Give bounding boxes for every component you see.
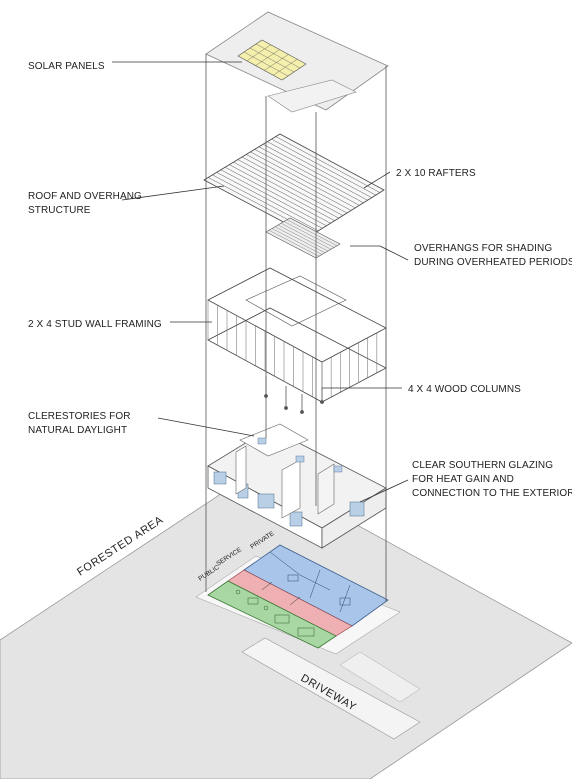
stud-framing — [207, 267, 387, 403]
overhang-slat — [286, 219, 338, 246]
solar-col — [246, 44, 271, 61]
clerestory-band — [239, 423, 309, 457]
solar-row — [255, 43, 301, 69]
label-wood-columns: 4 X 4 WOOD COLUMNS — [408, 384, 521, 395]
rafter-line — [212, 174, 319, 232]
clerestory-window-1 — [257, 437, 267, 445]
overhang-lines — [268, 219, 338, 257]
solar-panel-grid — [243, 43, 301, 77]
solar-col — [273, 59, 298, 76]
framing-top — [207, 267, 387, 363]
overhang-slat — [280, 223, 332, 250]
rafter-line — [275, 136, 381, 193]
overhang-slat — [274, 226, 326, 253]
label-stud-framing: 2 X 4 STUD WALL FRAMING — [28, 319, 162, 330]
label-solar-panels: SOLAR PANELS — [28, 61, 105, 72]
label-glazing-line2: FOR HEAT GAIN AND — [412, 474, 514, 485]
rafter-line — [250, 151, 356, 209]
label-overhang-line1: OVERHANGS FOR SHADING — [414, 243, 552, 254]
side-path — [339, 651, 421, 703]
label-glazing-line1: CLEAR SOUTHERN GLAZING — [412, 460, 553, 471]
rafter-line — [229, 164, 335, 221]
rafter-line — [258, 146, 364, 203]
rafter-line — [241, 156, 348, 214]
partition-1 — [235, 445, 247, 495]
rafter-line — [233, 161, 339, 219]
label-roof-line1: ROOF AND OVERHANG — [28, 191, 142, 202]
rafter-line — [237, 159, 344, 216]
solar-row — [249, 47, 295, 73]
partition-2 — [281, 459, 301, 519]
solar-col — [264, 54, 289, 71]
rafter-line — [254, 149, 360, 206]
floor-plan — [207, 544, 389, 649]
clerestory-window-2 — [295, 455, 305, 463]
glazing-window-3 — [257, 493, 275, 509]
driveway-strip — [241, 637, 421, 740]
solar-row — [243, 51, 289, 77]
rafter-line — [224, 167, 331, 224]
leader-lines — [112, 61, 409, 503]
public-zone — [207, 580, 337, 649]
solar-col — [255, 49, 280, 66]
glazing-window-4 — [289, 511, 303, 527]
rafter-line — [246, 154, 352, 211]
rafter-line — [216, 172, 323, 229]
overhang-slat — [277, 224, 329, 252]
overhang-slat — [283, 221, 335, 248]
clerestory-window-3 — [333, 465, 343, 473]
rafter-lines — [208, 136, 381, 234]
label-clerestory-line1: CLERESTORIES FOR — [28, 411, 131, 422]
glazing-window-1 — [213, 471, 227, 485]
wood-columns — [264, 376, 324, 414]
label-glazing-line3: CONNECTION TO THE EXTERIOR — [412, 488, 572, 499]
overhang-slat — [271, 228, 323, 255]
roof-and-solar — [205, 11, 389, 113]
label-roof-line2: STRUCTURE — [28, 205, 91, 216]
rafter-line — [267, 141, 372, 198]
rafter-line — [220, 169, 327, 226]
framing-interior — [245, 275, 347, 327]
rafter-line — [262, 144, 368, 201]
rafter-line — [271, 138, 376, 196]
glazing-window-5 — [349, 501, 365, 517]
roof-lower-plane — [267, 79, 357, 113]
plan-walls — [235, 551, 351, 637]
label-overhang-line2: DURING OVERHEATED PERIODS — [414, 257, 572, 268]
label-rafters: 2 X 10 RAFTERS — [396, 168, 476, 179]
walls-assembly — [207, 423, 387, 549]
label-clerestory-line2: NATURAL DAYLIGHT — [28, 425, 127, 436]
roof-structure — [203, 133, 385, 259]
projection-guides — [205, 54, 387, 602]
stud-lines — [207, 300, 387, 402]
overhang-slat — [268, 230, 320, 257]
partition-3 — [317, 463, 335, 515]
